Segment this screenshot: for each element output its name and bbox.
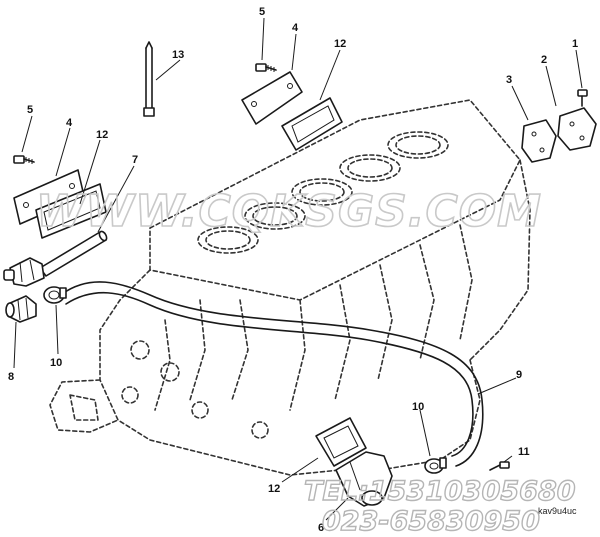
left-gasket [35,183,107,239]
right-cover-2 [557,107,597,151]
clamp-left [43,286,67,304]
connector-8 [5,295,37,323]
watermark-tel: TEL:15310305680 [304,476,576,507]
callout-4-left: 4 [66,117,73,129]
callout-6: 6 [318,522,324,534]
bolt-right [577,89,588,107]
callout-5-left: 5 [27,104,33,116]
callout-3: 3 [506,74,512,86]
leader-lines [13,17,583,521]
bottom-gasket [315,417,367,467]
callout-11: 11 [518,446,530,458]
callout-12-bottom: 12 [268,483,280,495]
callout-8: 8 [8,371,14,383]
callout-7: 7 [132,154,138,166]
callout-4-top: 4 [292,22,299,34]
top-gasket [281,97,343,151]
bolt-top [255,63,277,72]
watermark-site: WWW.CQKSGS.COM [36,186,542,237]
watermark-phone: 023-65830950 [322,506,540,537]
callout-9: 9 [516,369,522,381]
elbow-fitting [3,257,45,287]
right-cover-3 [521,119,557,163]
drawing-ref: kav9u4uc [538,506,577,516]
engine-block [49,99,531,476]
clamp-bottom [424,457,447,474]
callout-1: 1 [572,38,578,50]
hose [61,281,484,467]
top-cover-plate [241,71,303,125]
elbow-6 [335,451,393,507]
callout-5-top: 5 [259,6,265,18]
callout-10-left: 10 [50,357,62,369]
callout-12-top: 12 [334,38,346,50]
bolt-left [13,155,35,164]
callout-13: 13 [172,49,184,61]
callout-10-bottom: 10 [412,401,424,413]
callout-labels: 1 2 3 4 5 12 13 5 4 12 7 8 10 9 10 11 12… [8,6,578,534]
tube-7 [39,230,108,277]
pin-13 [143,41,155,117]
callout-12-left: 12 [96,129,108,141]
bolt-11 [489,461,510,471]
callout-2: 2 [541,54,547,66]
